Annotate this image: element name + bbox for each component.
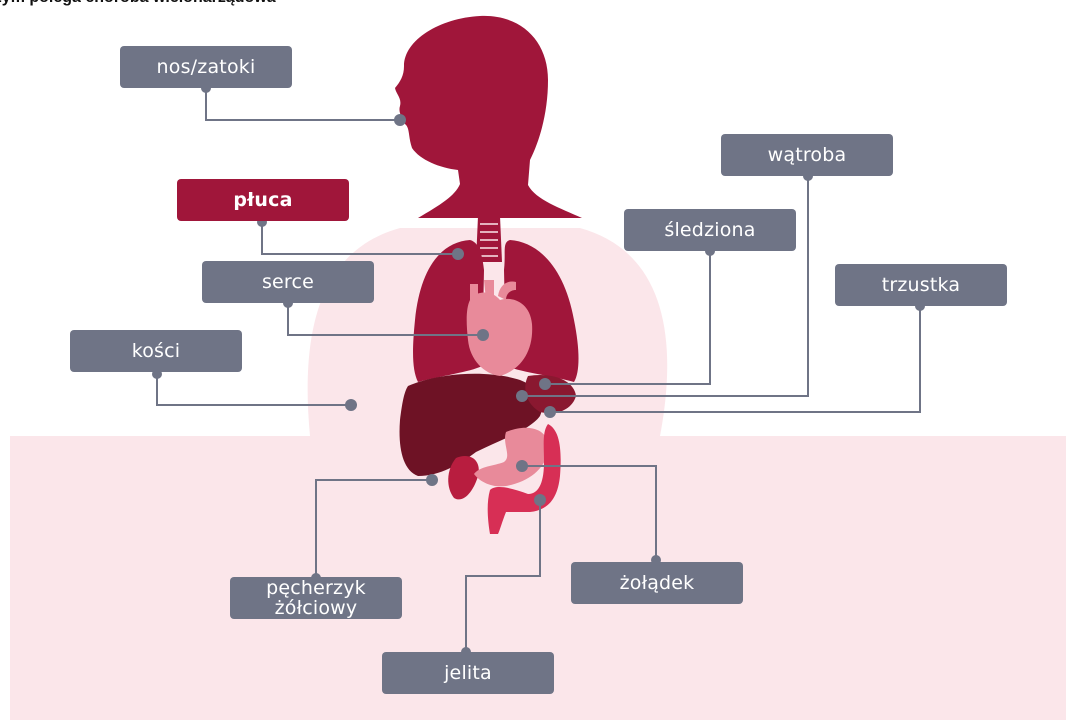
label-nose-sinuses[interactable]: nos/zatoki <box>120 46 292 88</box>
label-liver[interactable]: wątroba <box>721 134 893 176</box>
label-gallbladder[interactable]: pęcherzyk żółciowy <box>230 577 402 619</box>
dot-bones-organ <box>345 399 357 411</box>
dot-liver-organ <box>516 390 528 402</box>
label-stomach[interactable]: żołądek <box>571 562 743 604</box>
label-lungs[interactable]: płuca <box>177 179 349 221</box>
dot-pancreas-organ <box>544 406 556 418</box>
dot-nose-organ <box>394 114 406 126</box>
dot-lungs-organ <box>452 248 464 260</box>
label-intestines[interactable]: jelita <box>382 652 554 694</box>
dot-intestines-organ <box>534 494 546 506</box>
dot-stomach-organ <box>516 460 528 472</box>
connector-nose <box>206 88 400 120</box>
head-silhouette <box>395 16 582 218</box>
label-spleen[interactable]: śledziona <box>624 209 796 251</box>
label-pancreas[interactable]: trzustka <box>835 264 1007 306</box>
dot-spleen-organ <box>539 378 551 390</box>
dot-heart-organ <box>477 329 489 341</box>
dot-gallbladder-organ <box>426 474 438 486</box>
label-bones[interactable]: kości <box>70 330 242 372</box>
label-heart[interactable]: serce <box>202 261 374 303</box>
diagram-heading: Na czym polega choroba wielonarządowa <box>0 0 276 8</box>
